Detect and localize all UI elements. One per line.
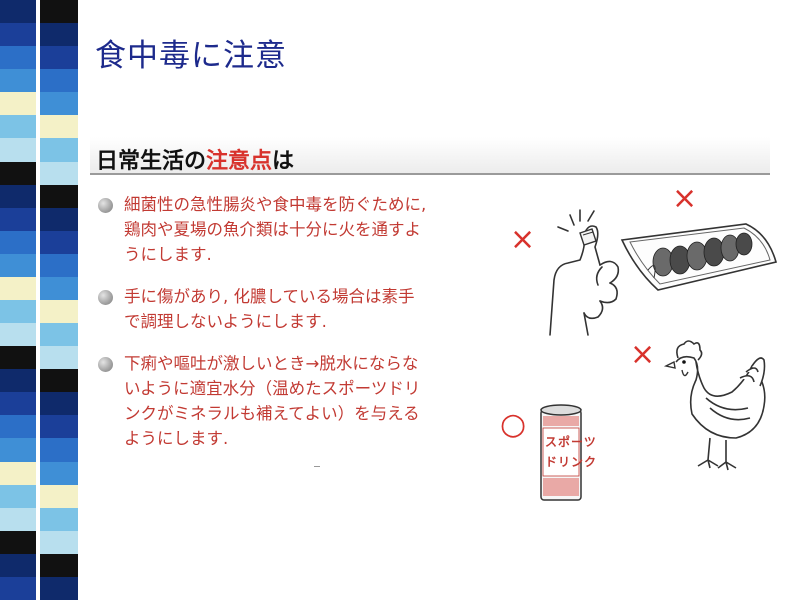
bullet-dot-icon [98, 198, 113, 213]
stripe-cell [40, 392, 78, 416]
sports-drink-ok-mark: ○ [500, 407, 527, 442]
bullet-line: 細菌性の急性腸炎や食中毒を防ぐために, [124, 195, 427, 214]
slide-title: 食中毒に注意 [95, 38, 287, 74]
stripe-cell [40, 46, 78, 70]
stripe-cell [0, 438, 36, 463]
stripe-cell [40, 92, 78, 116]
bullet-line: いように適宜水分（温めたスポーツドリ [124, 379, 421, 398]
stripe-cell [40, 323, 78, 347]
section-heading-part1: 日常生活の [96, 149, 207, 174]
stripe-cell [40, 138, 78, 163]
stripe-cell [0, 369, 36, 393]
can-label-line1: スポーツ [545, 435, 597, 449]
sashimi-plate-illustration [620, 223, 777, 291]
stripe-cell [40, 69, 78, 93]
stripe-cell [0, 576, 36, 600]
stripe-cell [0, 276, 36, 301]
sports-drink-can-illustration [540, 404, 582, 501]
stripe-cell [0, 553, 36, 578]
precaution-list: 細菌性の急性腸炎や食中毒を防ぐために, 鶏肉や夏場の魚介類は十分に火を通すよ う… [98, 192, 503, 468]
stripe-cell [40, 415, 78, 439]
bullet-line: 鶏肉や夏場の魚介類は十分に火を通すよ [124, 220, 421, 239]
stripe-cell [40, 576, 78, 600]
stripe-cell [40, 23, 78, 47]
stripe-cell [0, 115, 36, 139]
stripe-cell [40, 369, 78, 393]
stripe-cell [0, 300, 36, 324]
section-heading-accent: 注意点 [206, 149, 273, 174]
bullet-dot-icon [98, 357, 113, 372]
stripe-cell [40, 115, 78, 139]
stripe-cell [0, 392, 36, 416]
stripe-cell [0, 461, 36, 486]
stripe-cell [40, 530, 78, 555]
decorative-stripe-bar [0, 0, 78, 600]
stripe-cell [0, 138, 36, 163]
stripe-cell [40, 276, 78, 301]
stripe-cell [0, 484, 36, 509]
stripe-cell [40, 300, 78, 324]
stripe-cell [0, 530, 36, 555]
stripe-cell [0, 184, 36, 209]
stripe-cell [40, 253, 78, 278]
stripe-cell [40, 484, 78, 509]
stripe-cell [0, 92, 36, 116]
can-label-line2: ドリンク [545, 455, 598, 469]
section-header: 日常生活の注意点は [90, 137, 770, 175]
bullet-line: で調理しないようにします. [124, 312, 327, 331]
stripe-cell [40, 230, 78, 255]
stripe-cell [40, 184, 78, 209]
list-item: 手に傷があり, 化膿している場合は素手 で調理しないようにします. [98, 284, 503, 334]
stripe-cell [0, 507, 36, 532]
bullet-line: 下痢や嘔吐が激しいとき→脱水にならな [124, 354, 419, 373]
stripe-cell [0, 46, 36, 70]
stripe-cell [40, 461, 78, 486]
stripe-cell [40, 161, 78, 186]
stripe-cell [40, 438, 78, 463]
fish-plate-cross-mark: × [672, 181, 698, 216]
stripe-cell [40, 346, 78, 370]
stripe-cell [0, 415, 36, 439]
stripe-cell [40, 0, 78, 24]
chicken-illustration [663, 340, 766, 471]
chicken-cross-mark: × [630, 337, 656, 372]
bullet-line: ようにします. [124, 429, 229, 448]
section-heading-part2: は [272, 149, 295, 174]
list-item: 細菌性の急性腸炎や食中毒を防ぐために, 鶏肉や夏場の魚介類は十分に火を通すよ う… [98, 192, 503, 267]
stripe-cell [0, 161, 36, 186]
stray-mark [314, 466, 320, 467]
bullet-line: 手に傷があり, 化膿している場合は素手 [124, 287, 415, 306]
bullet-dot-icon [98, 290, 113, 305]
bullet-line: うにします. [124, 245, 212, 264]
section-heading: 日常生活の注意点は [96, 143, 294, 175]
stripe-cell [40, 207, 78, 232]
stripe-cell [40, 507, 78, 532]
stripe-cell [0, 69, 36, 93]
list-item: 下痢や嘔吐が激しいとき→脱水にならな いように適宜水分（温めたスポーツドリ ンク… [98, 351, 503, 451]
stripe-cell [40, 553, 78, 578]
injured-hand-cross-mark: × [510, 222, 536, 257]
injured-hand-illustration [549, 209, 620, 336]
bullet-line: ンクがミネラルも補えてよい）を与える [124, 404, 420, 423]
stripe-cell [0, 23, 36, 47]
stripe-cell [0, 207, 36, 232]
stripe-cell [0, 253, 36, 278]
stripe-cell [0, 323, 36, 347]
stripe-cell [0, 0, 36, 24]
stripe-cell [0, 346, 36, 370]
stripe-cell [0, 230, 36, 255]
